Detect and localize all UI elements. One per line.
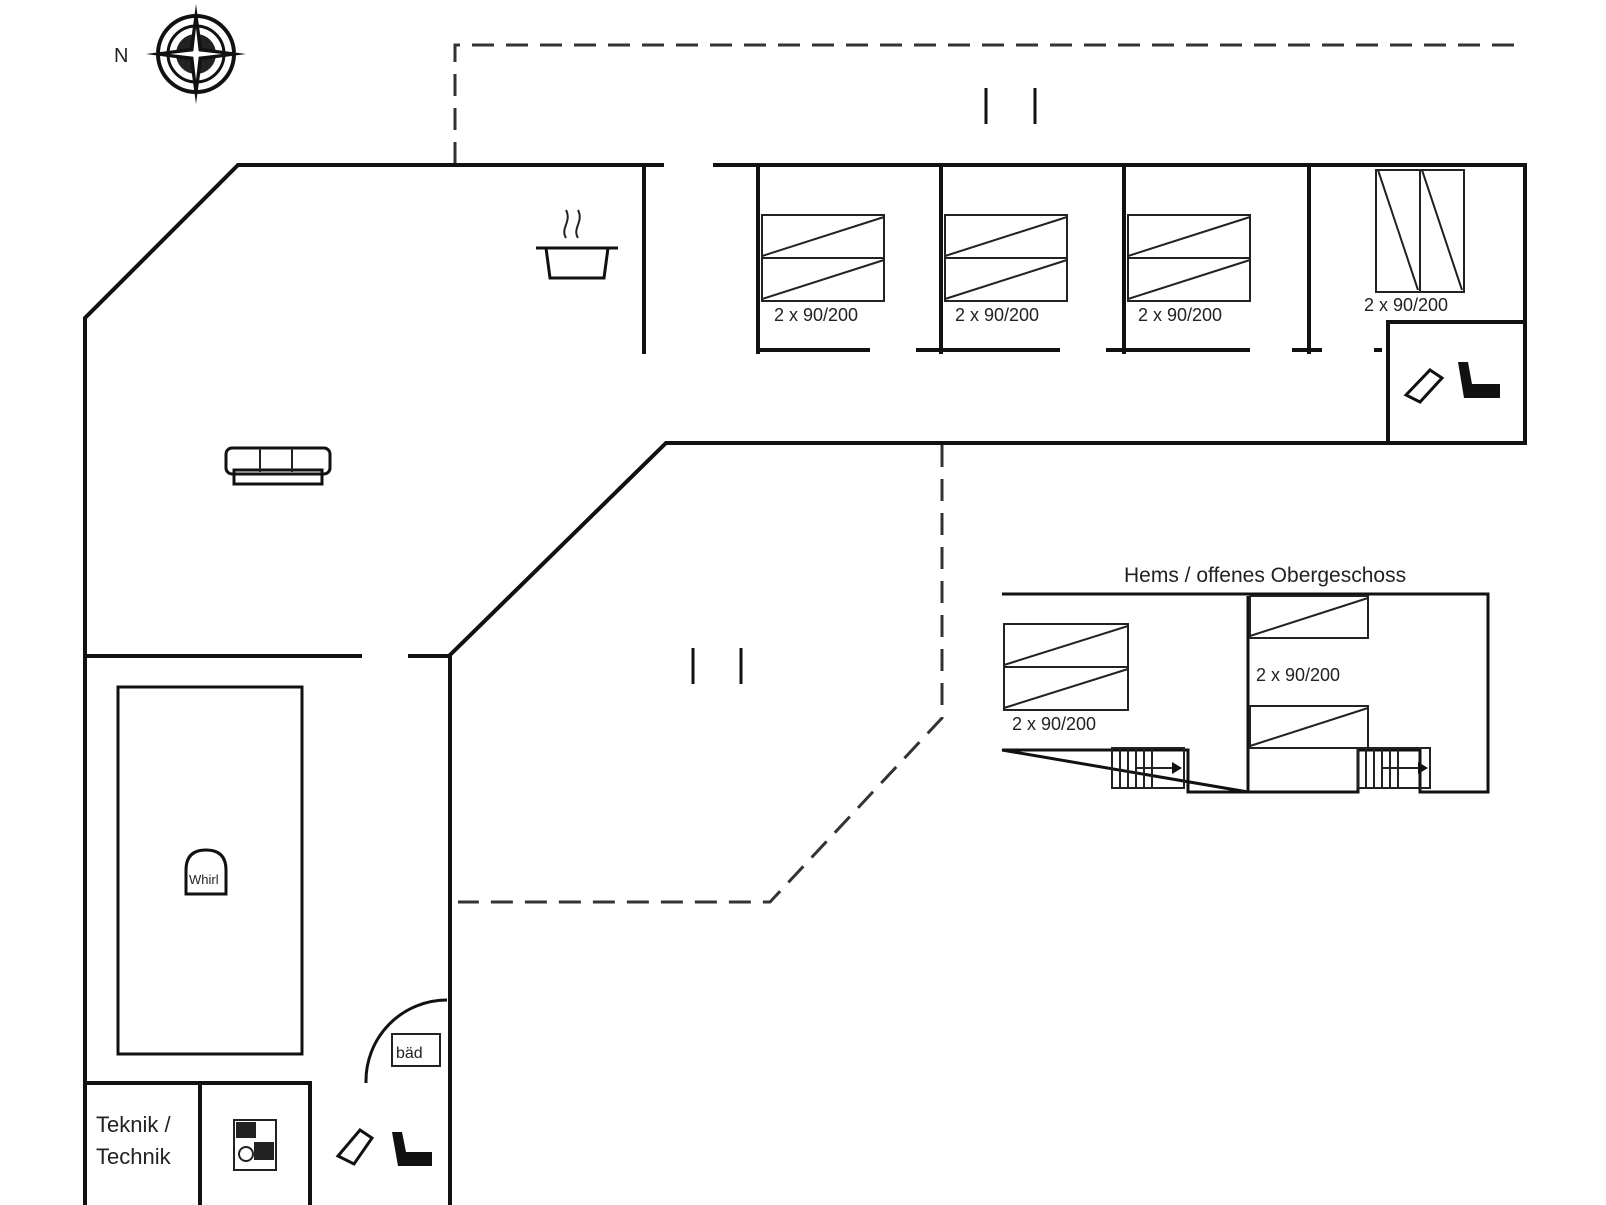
spa-pool-icon: Whirl <box>184 848 228 896</box>
terrace-outline-north <box>453 43 1525 164</box>
upper-bed-label-right: 2 x 90/200 <box>1256 665 1340 685</box>
bed-label-2: 2 x 90/200 <box>955 305 1039 325</box>
toilet-icon <box>1403 362 1500 404</box>
spa-pool <box>116 685 304 1056</box>
north-label: N <box>114 45 128 67</box>
compass-rose-icon <box>146 4 246 104</box>
stairs-icon <box>1357 747 1431 789</box>
upper-bed-left <box>1003 623 1129 711</box>
upper-bed-label-left: 2 x 90/200 <box>1012 714 1096 734</box>
technik-label-line2: Technik <box>96 1144 172 1169</box>
bed-label-1: 2 x 90/200 <box>774 305 858 325</box>
sauna-label: bäd <box>396 1045 423 1062</box>
upper-floor-title: Hems / offenes Obergeschoss <box>1124 564 1406 587</box>
bed-room-4 <box>1375 169 1465 293</box>
door-marks-south <box>691 648 743 684</box>
bed-room-1 <box>761 214 885 302</box>
washing-machine-icon <box>233 1119 277 1171</box>
bed-room-3 <box>1127 214 1251 302</box>
technik-label-line1: Teknik / <box>96 1112 171 1137</box>
bed-label-3: 2 x 90/200 <box>1138 305 1222 325</box>
outer-wall <box>83 163 1527 1205</box>
stairs-icon <box>1111 747 1185 789</box>
door-marks-north <box>984 88 1037 124</box>
bed-room-2 <box>944 214 1068 302</box>
sauna-icon: bäd <box>364 998 448 1084</box>
toilet-icon <box>335 1128 432 1166</box>
upper-bed-right <box>1249 595 1369 749</box>
bed-label-4: 2 x 90/200 <box>1364 295 1448 315</box>
sofa-icon <box>224 446 332 486</box>
spa-label: Whirl <box>189 872 219 887</box>
cooking-pot-icon <box>536 209 618 280</box>
terrace-outline-south <box>458 445 944 904</box>
interior-walls <box>85 165 1527 1205</box>
upper-floor-outline <box>1001 592 1490 794</box>
